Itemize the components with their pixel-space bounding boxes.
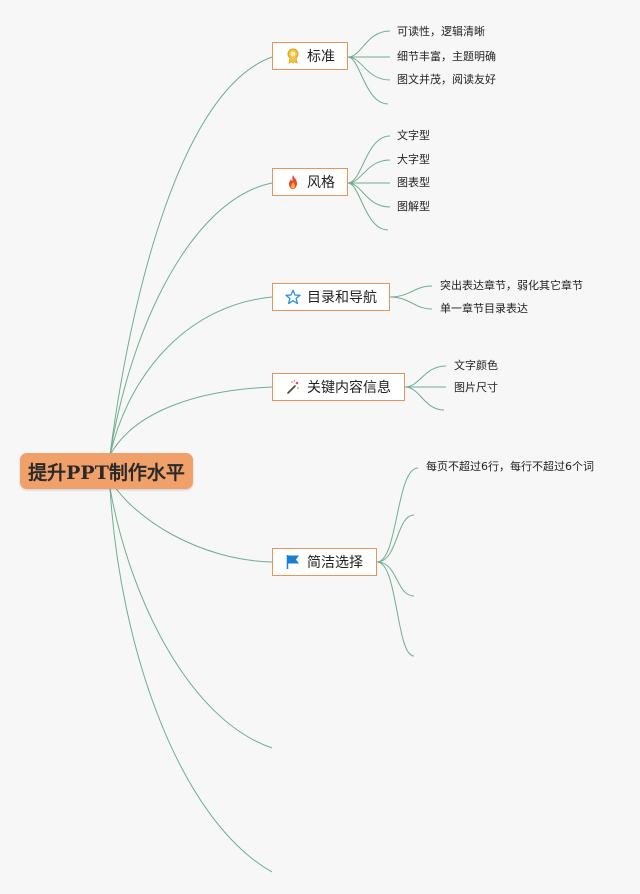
star-icon [285, 289, 301, 305]
topic-label: 目录和导航 [307, 290, 377, 306]
link-toc-1 [389, 285, 433, 298]
leaf-concise-1[interactable]: 每页不超过6行，每行不超过6个词 [426, 460, 594, 473]
link-standard-3 [347, 56, 391, 81]
root-topic[interactable]: 提升PPT制作水平 [20, 453, 193, 489]
link-concise-1 [376, 467, 419, 563]
link-root-toc [109, 296, 273, 456]
topic-label: 简洁选择 [307, 555, 363, 571]
topic-concise[interactable]: 简洁选择 [272, 548, 377, 576]
leaf-toc-1[interactable]: 突出表达章节，弱化其它章节 [440, 279, 583, 292]
link-root-empty-2 [109, 487, 273, 873]
link-style-1 [347, 135, 391, 184]
topic-toc-navigation[interactable]: 目录和导航 [272, 283, 390, 311]
link-root-concise [109, 479, 273, 563]
ribbon-badge-icon [285, 48, 301, 64]
link-concise-empty-3 [376, 561, 415, 657]
link-root-style [109, 182, 273, 456]
link-root-empty-1 [109, 487, 273, 749]
fire-icon [285, 174, 301, 190]
link-concise-empty-2 [376, 561, 415, 597]
link-style-2 [347, 159, 391, 184]
leaf-toc-2[interactable]: 单一章节目录表达 [440, 302, 528, 315]
link-key-empty [404, 386, 445, 411]
topic-label: 关键内容信息 [307, 380, 391, 396]
topic-standard[interactable]: 标准 [272, 42, 348, 70]
leaf-key-2[interactable]: 图片尺寸 [454, 381, 498, 394]
link-key-1 [404, 365, 447, 388]
link-concise-empty-1 [376, 514, 415, 563]
leaf-key-1[interactable]: 文字颜色 [454, 359, 498, 372]
leaf-style-3[interactable]: 图表型 [397, 176, 430, 189]
link-style-4 [347, 182, 391, 208]
topic-label: 标准 [307, 49, 335, 65]
topic-key-content[interactable]: 关键内容信息 [272, 373, 405, 401]
leaf-standard-3[interactable]: 图文并茂，阅读友好 [397, 73, 496, 86]
leaf-standard-1[interactable]: 可读性，逻辑清晰 [397, 25, 485, 38]
topic-label: 风格 [307, 175, 335, 191]
flag-icon [285, 554, 301, 570]
link-toc-2 [389, 296, 433, 310]
magic-wand-icon [285, 379, 301, 395]
link-standard-1 [347, 30, 391, 58]
leaf-style-2[interactable]: 大字型 [397, 153, 430, 166]
link-standard-empty [347, 56, 389, 105]
topic-style[interactable]: 风格 [272, 168, 348, 196]
leaf-style-4[interactable]: 图解型 [397, 200, 430, 213]
link-root-key [109, 386, 273, 456]
leaf-standard-2[interactable]: 细节丰富，主题明确 [397, 50, 496, 63]
link-root-standard [109, 56, 273, 456]
leaf-style-1[interactable]: 文字型 [397, 129, 430, 142]
link-style-empty [347, 182, 389, 231]
